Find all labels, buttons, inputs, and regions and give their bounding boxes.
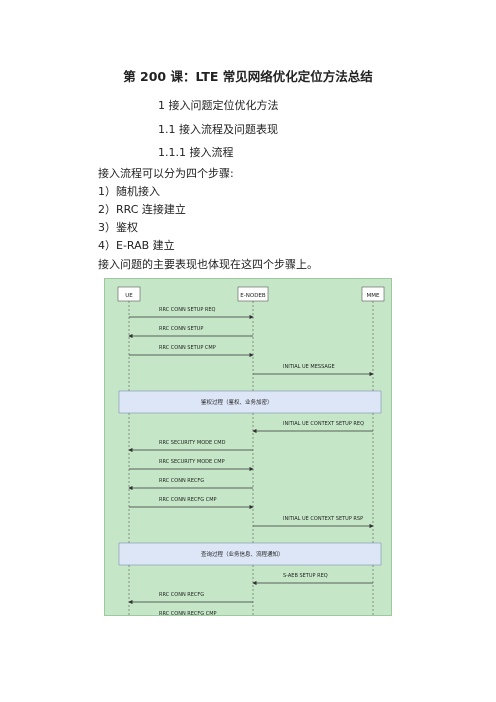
message-label: RRC CONN SETUP REQ xyxy=(159,307,216,313)
message-label: INITIAL UE CONTEXT SETUP REQ xyxy=(283,421,364,427)
message-label: RRC CONN RECFG CMP xyxy=(159,611,217,616)
summary-paragraph: 接入问题的主要表现也体现在这四个步骤上。 xyxy=(98,258,318,271)
message-label: INITIAL UE CONTEXT SETUP RSP xyxy=(283,516,363,522)
message-label: RRC SECURITY MODE CMP xyxy=(159,459,225,465)
message-label: RRC CONN RECFG xyxy=(159,478,204,484)
heading-level3: 1.1.1 接入流程 xyxy=(158,146,234,159)
entity-label: E-NODEB xyxy=(240,293,266,299)
sequence-diagram-svg: UE E-NODEB MME RRC CONN SETUP REQ RRC CONN S… xyxy=(117,286,385,616)
entity-label: UE xyxy=(125,293,133,299)
message-label: RRC CONN RECFG xyxy=(159,592,204,598)
intro-paragraph: 接入流程可以分为四个步骤: xyxy=(98,167,234,180)
message-label: S-AEB SETUP REQ xyxy=(283,573,328,579)
step-item: 3）鉴权 xyxy=(98,221,138,234)
step-item: 2）RRC 连接建立 xyxy=(98,203,186,216)
message-label: INITIAL UE MESSAGE xyxy=(283,364,335,370)
process-label: 查询过程（业务信息、流程通知） xyxy=(201,550,284,558)
heading-level1: 1 接入问题定位优化方法 xyxy=(158,99,279,112)
message-label: RRC CONN SETUP xyxy=(159,326,203,332)
process-label: 鉴权过程（鉴权、业务加密） xyxy=(201,398,273,406)
step-item: 4）E-RAB 建立 xyxy=(98,239,175,252)
heading-level2: 1.1 接入流程及问题表现 xyxy=(158,123,278,136)
message-label: RRC CONN SETUP CMP xyxy=(159,345,216,351)
process-box xyxy=(118,542,382,566)
entity-label: MME xyxy=(367,293,380,299)
document-title: 第 200 课：LTE 常见网络优化定位方法总结 xyxy=(123,69,373,84)
process-box xyxy=(118,390,382,414)
signaling-flow-diagram: UE E-NODEB MME RRC CONN SETUP REQ RRC CONN S… xyxy=(104,278,392,616)
message-label: RRC CONN RECFG CMP xyxy=(159,497,217,503)
message-label: RRC SECURITY MODE CMD xyxy=(159,440,226,446)
step-item: 1）随机接入 xyxy=(98,185,160,198)
